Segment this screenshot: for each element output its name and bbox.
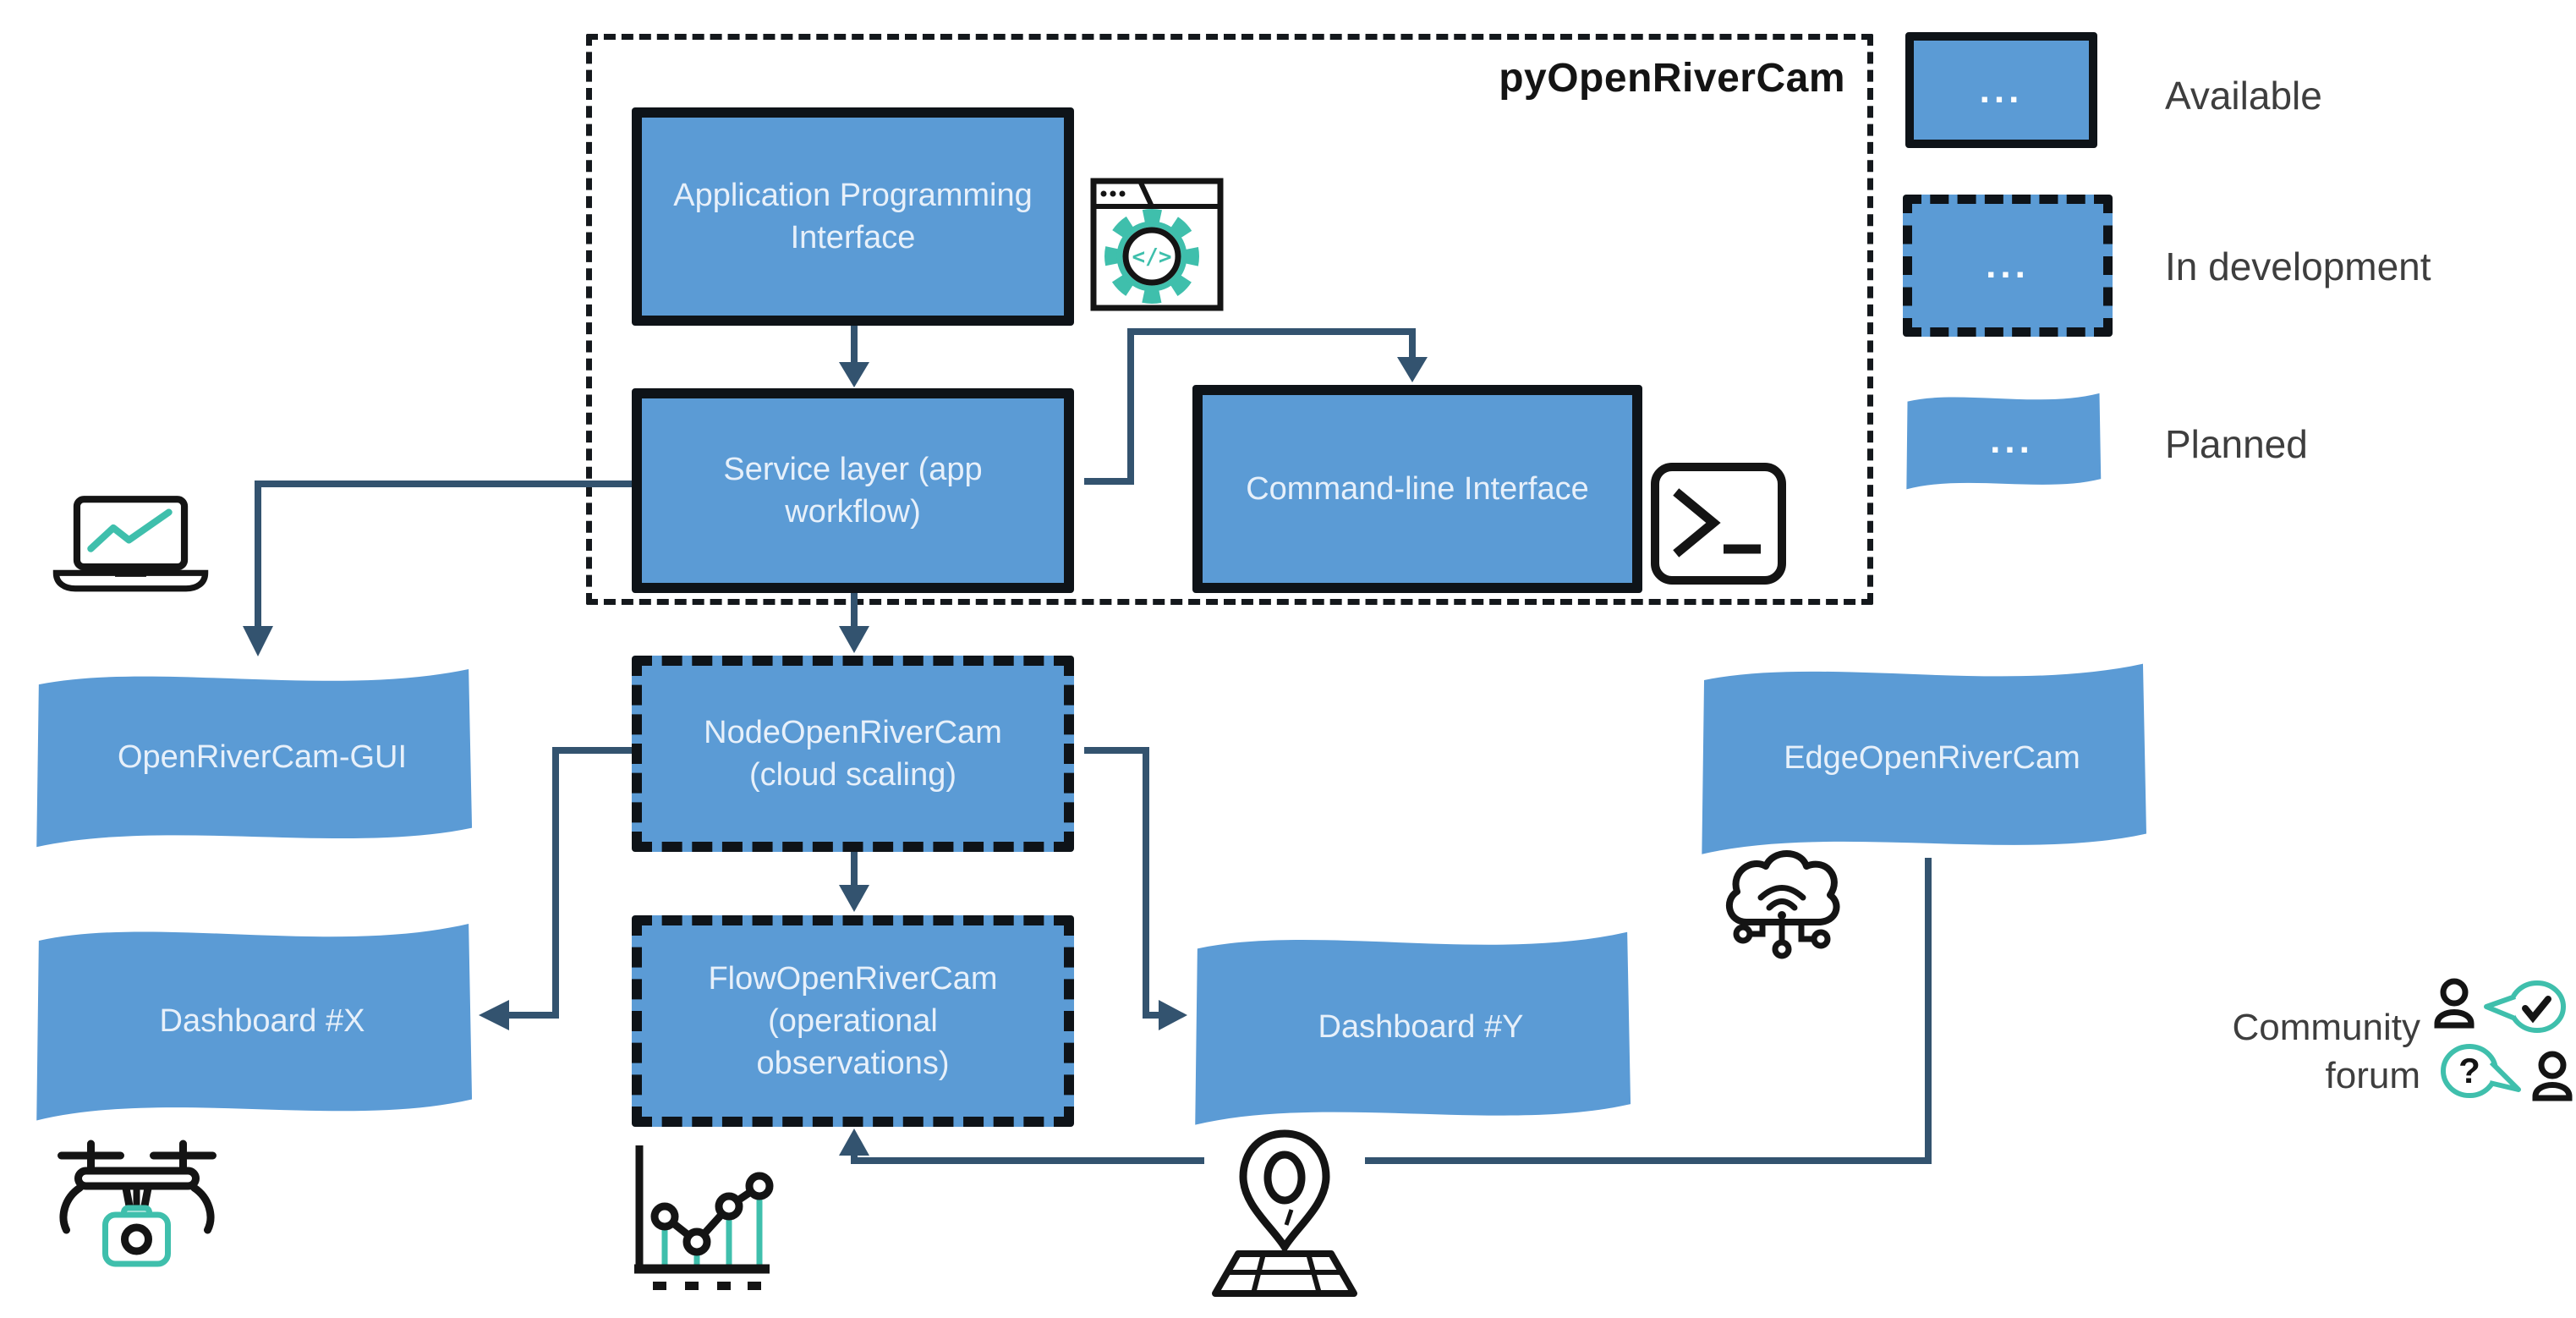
cloud-network-icon bbox=[1718, 844, 1845, 971]
svg-text:</>: </> bbox=[1132, 244, 1172, 270]
wavy-flag-shape bbox=[36, 924, 473, 1121]
box-flowopenrivercam: FlowOpenRiverCam (operational observatio… bbox=[632, 915, 1074, 1127]
legend-label-in-development: In development bbox=[2165, 244, 2431, 288]
box-nodeopenrivercam-label: NodeOpenRiverCam (cloud scaling) bbox=[704, 714, 1002, 793]
arrowhead-up bbox=[839, 1129, 869, 1156]
laptop-chart-icon bbox=[44, 495, 217, 595]
wavy-flag-shape bbox=[1702, 663, 2146, 854]
flag-dashboard-y-label: Dashboard #Y bbox=[1318, 1009, 1524, 1046]
arrowhead-right bbox=[1159, 1000, 1187, 1030]
box-service-layer: Service layer (app workflow) bbox=[632, 388, 1074, 593]
wavy-flag-shape bbox=[36, 669, 473, 848]
flag-edgeopenrivercam-label: EdgeOpenRiverCam bbox=[1784, 739, 2080, 776]
arrowhead-down bbox=[839, 885, 869, 912]
drone-camera-icon bbox=[52, 1134, 222, 1294]
arrow-service-to-cli bbox=[1084, 328, 1416, 485]
arrow-service-to-gui bbox=[255, 481, 635, 628]
box-api-label: Application Programming Interface bbox=[673, 177, 1033, 255]
flag-dashboard-x: Dashboard #X bbox=[32, 915, 475, 1127]
box-cli: Command-line Interface bbox=[1192, 385, 1642, 593]
box-cli-label: Command-line Interface bbox=[1246, 470, 1589, 507]
group-title: pyOpenRiverCam bbox=[1499, 56, 1845, 101]
box-api: Application Programming Interface bbox=[632, 107, 1074, 326]
arrowhead-down bbox=[839, 626, 869, 653]
arrow-node-to-dashboard-y bbox=[1084, 747, 1160, 1019]
arrow-node-to-dashboard-x bbox=[507, 747, 635, 1019]
svg-text:?: ? bbox=[2458, 1051, 2480, 1090]
flag-openrivercam-gui-label: OpenRiverCam-GUI bbox=[117, 739, 408, 775]
flag-openrivercam-gui: OpenRiverCam-GUI bbox=[32, 662, 475, 853]
legend-swatch-planned: ... bbox=[1905, 389, 2102, 492]
arrowhead-down bbox=[243, 626, 273, 656]
box-service-layer-label: Service layer (app workflow) bbox=[723, 451, 983, 530]
arrowhead-left bbox=[479, 1000, 509, 1030]
arrowhead-down bbox=[1397, 357, 1428, 382]
legend-in-development-dots: ... bbox=[1986, 244, 2030, 287]
legend-planned-dots: ... bbox=[1990, 420, 2034, 462]
map-pin-icon bbox=[1204, 1127, 1365, 1300]
wavy-flag-shape bbox=[1906, 393, 2102, 490]
scatter-chart-icon bbox=[628, 1140, 792, 1297]
arrow-edge-to-flow bbox=[851, 858, 1932, 1164]
wavy-flag-shape bbox=[1195, 931, 1631, 1125]
box-nodeopenrivercam: NodeOpenRiverCam (cloud scaling) bbox=[632, 656, 1074, 852]
terminal-icon bbox=[1649, 461, 1788, 586]
arrowhead-down bbox=[839, 362, 869, 387]
legend-label-planned: Planned bbox=[2165, 422, 2308, 466]
flag-edgeopenrivercam: EdgeOpenRiverCam bbox=[1697, 656, 2150, 860]
pyopenrivercam-group: pyOpenRiverCam bbox=[586, 34, 1873, 605]
legend-available-dots: ... bbox=[1979, 69, 2024, 111]
browser-gear-code-icon: </> bbox=[1089, 167, 1225, 313]
flag-dashboard-x-label: Dashboard #X bbox=[159, 1002, 365, 1039]
legend-label-available: Available bbox=[2165, 74, 2322, 118]
box-flowopenrivercam-label: FlowOpenRiverCam (operational observatio… bbox=[708, 960, 998, 1082]
community-forum-label: Community forum bbox=[2232, 1007, 2421, 1097]
flag-dashboard-y: Dashboard #Y bbox=[1191, 924, 1634, 1131]
community-forum-icon: ? bbox=[2432, 975, 2574, 1113]
legend-swatch-in-development: ... bbox=[1903, 195, 2113, 337]
legend-swatch-available: ... bbox=[1905, 32, 2097, 148]
